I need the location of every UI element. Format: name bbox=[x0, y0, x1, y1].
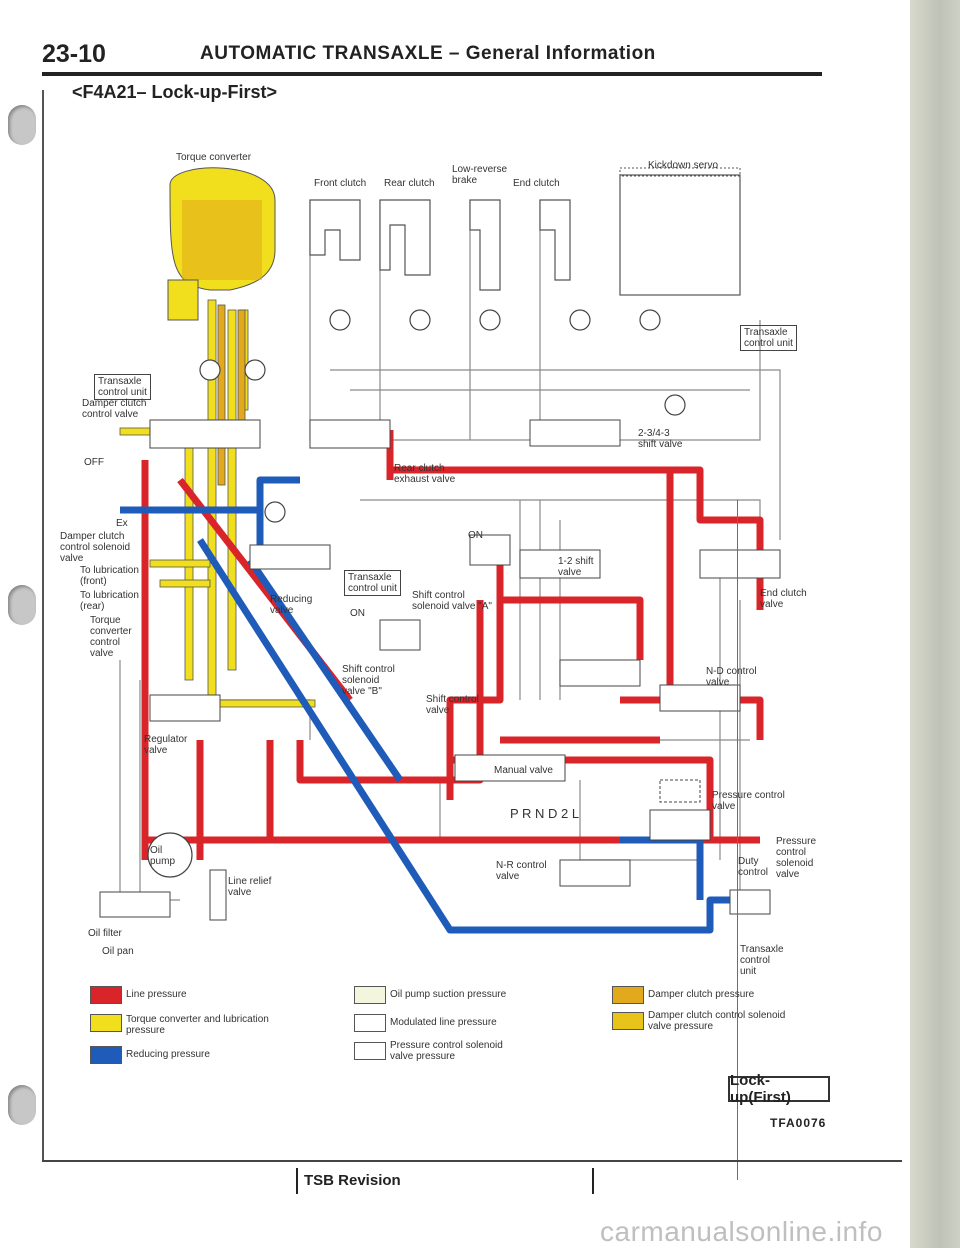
label-duty-control: Duty control bbox=[738, 856, 769, 878]
label-kickdown-servo: Kickdown servo bbox=[648, 160, 719, 171]
legend-label-torque-converter: Torque converter and lubrication pressur… bbox=[126, 1014, 269, 1036]
legend-swatch-damper-clutch bbox=[612, 986, 644, 1004]
legend-swatch-line-pressure bbox=[90, 986, 122, 1004]
label-transaxle-control-unit-left: Transaxle control unit bbox=[94, 374, 151, 400]
legend-label-damper-clutch-solenoid: Damper clutch control solenoid valve pre… bbox=[648, 1010, 786, 1032]
label-damper-clutch-control-valve: Damper clutch control valve bbox=[82, 398, 147, 420]
label-line-relief-valve: Line relief valve bbox=[228, 876, 272, 898]
label-shift-valve-12: 1-2 shift valve bbox=[558, 556, 594, 578]
label-prnd2l: P R N D 2 L bbox=[510, 806, 580, 821]
label-low-reverse-brake: Low-reverse brake bbox=[452, 164, 508, 186]
label-oil-pump: Oil pump bbox=[150, 845, 176, 867]
label-torque-converter: Torque converter bbox=[176, 152, 252, 163]
label-shift-control-valve: Shift control valve bbox=[426, 694, 479, 716]
binder-hole bbox=[8, 1085, 36, 1125]
header-rule bbox=[42, 72, 822, 76]
legend-swatch-reducing-pressure bbox=[90, 1046, 122, 1064]
legend-swatch-oil-pump-suction bbox=[354, 986, 386, 1004]
section-subtitle: <F4A21– Lock-up-First> bbox=[72, 82, 278, 102]
check-orifices bbox=[199, 309, 686, 523]
label-on-1: ON bbox=[468, 530, 483, 541]
label-shift-control-solenoid-a: Shift control solenoid valve "A" bbox=[412, 590, 492, 612]
tsb-revision-box: TSB Revision bbox=[296, 1168, 594, 1194]
label-off: OFF bbox=[84, 457, 104, 468]
label-lubrication-front: To lubrication (front) bbox=[80, 565, 139, 587]
legend-label-pressure-control-solenoid: Pressure control solenoid valve pressure bbox=[390, 1040, 503, 1062]
hydraulic-circuit-diagram bbox=[99, 167, 781, 934]
legend-label-oil-pump-suction: Oil pump suction pressure bbox=[390, 989, 507, 1000]
binder-hole bbox=[8, 105, 36, 145]
legend-label-damper-clutch: Damper clutch pressure bbox=[648, 989, 755, 1000]
label-pressure-control-valve: Pressure control valve bbox=[712, 790, 785, 812]
label-end-clutch-valve: End clutch valve bbox=[760, 588, 807, 610]
binder-hole bbox=[8, 585, 36, 625]
label-reducing-valve: Reducing valve bbox=[270, 594, 313, 616]
footer-rule bbox=[42, 1160, 902, 1162]
label-transaxle-control-unit-mid: Transaxle control unit bbox=[344, 570, 401, 596]
legend-swatch-torque-converter bbox=[90, 1014, 122, 1032]
label-rear-clutch-exhaust-valve: Rear clutch exhaust valve bbox=[394, 463, 456, 485]
legend-swatch-modulated-line bbox=[354, 1014, 386, 1032]
label-regulator-valve: Regulator valve bbox=[144, 734, 188, 756]
legend-label-line-pressure: Line pressure bbox=[126, 989, 187, 1000]
label-pressure-control-solenoid: Pressure control solenoid valve bbox=[776, 836, 817, 880]
label-nr-control-valve: N-R control valve bbox=[496, 860, 547, 882]
label-rear-clutch: Rear clutch bbox=[384, 178, 435, 189]
converter-hub bbox=[167, 279, 199, 321]
label-front-clutch: Front clutch bbox=[314, 178, 367, 189]
label-transaxle-control-unit-top: Transaxle control unit bbox=[740, 325, 797, 351]
label-end-clutch: End clutch bbox=[513, 178, 560, 189]
label-shift-valve-234: 2-3/4-3 shift valve bbox=[638, 428, 683, 450]
label-nd-control-valve: N-D control valve bbox=[706, 666, 757, 688]
label-shift-control-solenoid-b: Shift control solenoid valve "B" bbox=[342, 664, 395, 697]
scan-line bbox=[737, 500, 738, 1180]
label-lubrication-rear: To lubrication (rear) bbox=[80, 590, 139, 612]
legend-label-modulated-line: Modulated line pressure bbox=[390, 1017, 497, 1028]
label-torque-converter-control-valve: Torque converter control valve bbox=[90, 615, 132, 659]
figure-code: TFA0076 bbox=[770, 1116, 827, 1130]
label-manual-valve: Manual valve bbox=[494, 765, 553, 776]
kickdown-servo-hatch bbox=[619, 167, 741, 177]
legend-swatch-damper-clutch-solenoid bbox=[612, 1012, 644, 1030]
legend-label-reducing-pressure: Reducing pressure bbox=[126, 1049, 210, 1060]
margin-line bbox=[42, 90, 44, 1160]
clutch-housings bbox=[309, 174, 741, 296]
damper-clutch-chamber bbox=[182, 200, 262, 280]
label-damper-clutch-solenoid: Damper clutch control solenoid valve bbox=[60, 531, 131, 564]
label-oil-pan: Oil pan bbox=[102, 946, 134, 957]
watermark: carmanualsonline.info bbox=[600, 1216, 883, 1247]
transaxle-control-unit-bottom-box bbox=[659, 779, 701, 803]
page-number: 23-10 bbox=[42, 40, 106, 68]
page-edge-shadow bbox=[910, 0, 960, 1248]
oil-pump-rotor bbox=[147, 832, 193, 878]
label-on-2: ON bbox=[350, 608, 365, 619]
label-exhaust: Ex bbox=[116, 518, 128, 529]
legend-swatch-pressure-control-solenoid bbox=[354, 1042, 386, 1060]
page-title: AUTOMATIC TRANSAXLE – General Informatio… bbox=[200, 43, 656, 64]
valve-bodies bbox=[99, 419, 781, 921]
operating-mode-box: Lock-up(First) bbox=[728, 1072, 830, 1106]
label-oil-filter: Oil filter bbox=[88, 928, 122, 939]
label-transaxle-control-unit-bottom: Transaxle control unit bbox=[740, 944, 784, 977]
